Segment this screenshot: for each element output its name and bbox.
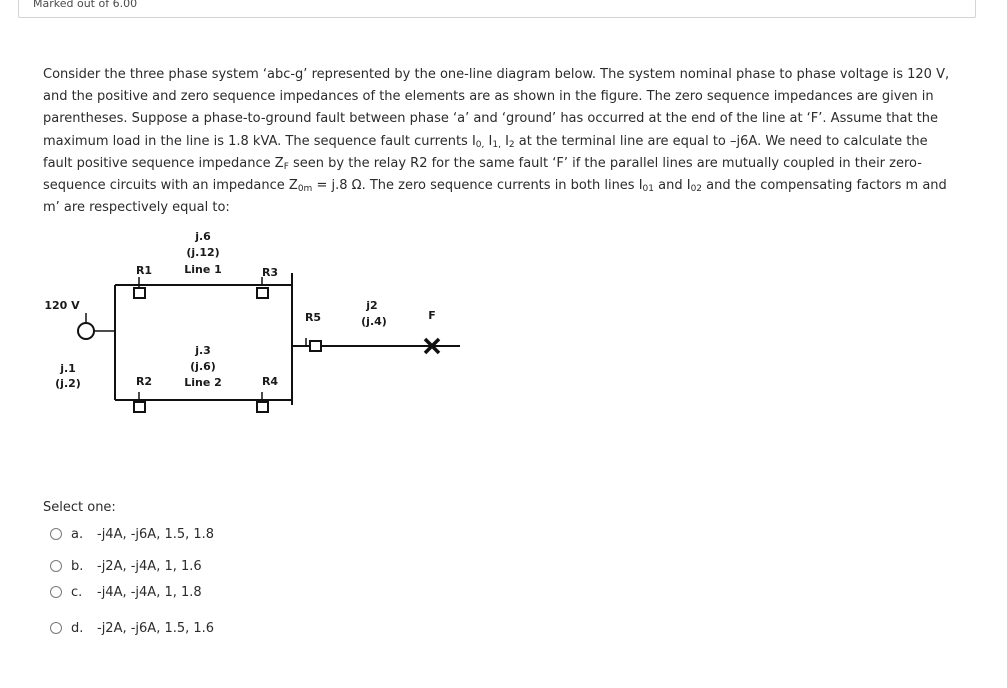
- tail-positive-impedance: j2: [365, 299, 377, 312]
- relay-r2-label: R2: [136, 375, 152, 388]
- radio-icon[interactable]: [50, 586, 62, 598]
- line-1-positive-impedance: j.6: [194, 230, 211, 243]
- relay-r5-icon: [309, 340, 322, 352]
- line-1-zero-impedance: (j.12): [186, 246, 219, 259]
- option-letter: a.: [71, 526, 84, 542]
- option-text: -j4A, -j6A, 1.5, 1.8: [97, 526, 215, 542]
- subscript: 0m: [297, 184, 313, 195]
- subscript: 0,: [475, 139, 485, 150]
- subscript: 01: [642, 184, 654, 195]
- radio-icon[interactable]: [50, 622, 62, 634]
- option-a[interactable]: a. -j4A, -j6A, 1.5, 1.8: [50, 524, 214, 544]
- question-info-box: Marked out of 6.00: [18, 0, 976, 18]
- line-1-name: Line 1: [184, 263, 222, 276]
- option-c[interactable]: c. -j4A, -j4A, 1, 1.8: [50, 582, 202, 602]
- subscript: F: [283, 161, 289, 172]
- question-text-part: at the terminal line are equal to –j6A. …: [43, 133, 928, 171]
- one-line-diagram: 120 V j.1 (j.2) j.6 (j.12) Line 1 j.3 (j…: [44, 230, 460, 413]
- tail-zero-impedance: (j.4): [361, 315, 387, 328]
- question-text-part: I: [484, 133, 493, 149]
- question-text-part: and I: [654, 178, 691, 194]
- question-text-part: = j.8 Ω. The zero sequence currents in b…: [312, 178, 643, 194]
- option-d[interactable]: d. -j2A, -j6A, 1.5, 1.6: [50, 618, 214, 638]
- question-text-part: and the compensating factors m and m’ ar…: [43, 178, 947, 216]
- radio-icon[interactable]: [50, 560, 62, 572]
- source-zero-impedance: (j.2): [55, 377, 81, 390]
- relay-r3-icon: [256, 287, 269, 299]
- relay-r4-icon: [256, 401, 269, 413]
- option-letter: c.: [71, 584, 83, 600]
- fault-cross-icon: [423, 337, 441, 355]
- source-generator-icon: [77, 322, 95, 340]
- subscript: 02: [690, 184, 703, 195]
- option-letter: d.: [71, 620, 84, 636]
- subscript: 2: [508, 139, 515, 150]
- line-2-zero-impedance: (j.6): [190, 360, 216, 373]
- option-text: -j4A, -j4A, 1, 1.8: [97, 584, 202, 600]
- source-positive-impedance: j.1: [59, 362, 76, 375]
- select-one-label: Select one:: [43, 500, 116, 515]
- relay-r1-icon: [133, 287, 146, 299]
- line-2-positive-impedance: j.3: [194, 344, 211, 357]
- source-voltage-label: 120 V: [44, 299, 80, 312]
- option-text: -j2A, -j4A, 1, 1.6: [97, 558, 202, 574]
- relay-r5-label: R5: [305, 311, 321, 324]
- option-b[interactable]: b. -j2A, -j4A, 1, 1.6: [50, 556, 202, 576]
- relay-r2-icon: [133, 401, 146, 413]
- marked-out-of-label: Marked out of 6.00: [33, 0, 138, 10]
- relay-r4-label: R4: [262, 375, 278, 388]
- option-text: -j2A, -j6A, 1.5, 1.6: [97, 620, 215, 636]
- line-2-name: Line 2: [184, 376, 222, 389]
- option-letter: b.: [71, 558, 84, 574]
- radio-icon[interactable]: [50, 528, 62, 540]
- question-text-part: seen by the relay R2 for the same fault …: [43, 155, 922, 194]
- question-text-part: I: [500, 133, 509, 149]
- fault-label: F: [428, 309, 436, 322]
- subscript: 1,: [492, 139, 501, 150]
- question-text: Consider the three phase system ‘abc-g’ …: [43, 64, 955, 219]
- question-text-part: Consider the three phase system ‘abc-g’ …: [43, 67, 950, 149]
- relay-r3-label: R3: [262, 266, 278, 279]
- relay-r1-label: R1: [136, 264, 152, 277]
